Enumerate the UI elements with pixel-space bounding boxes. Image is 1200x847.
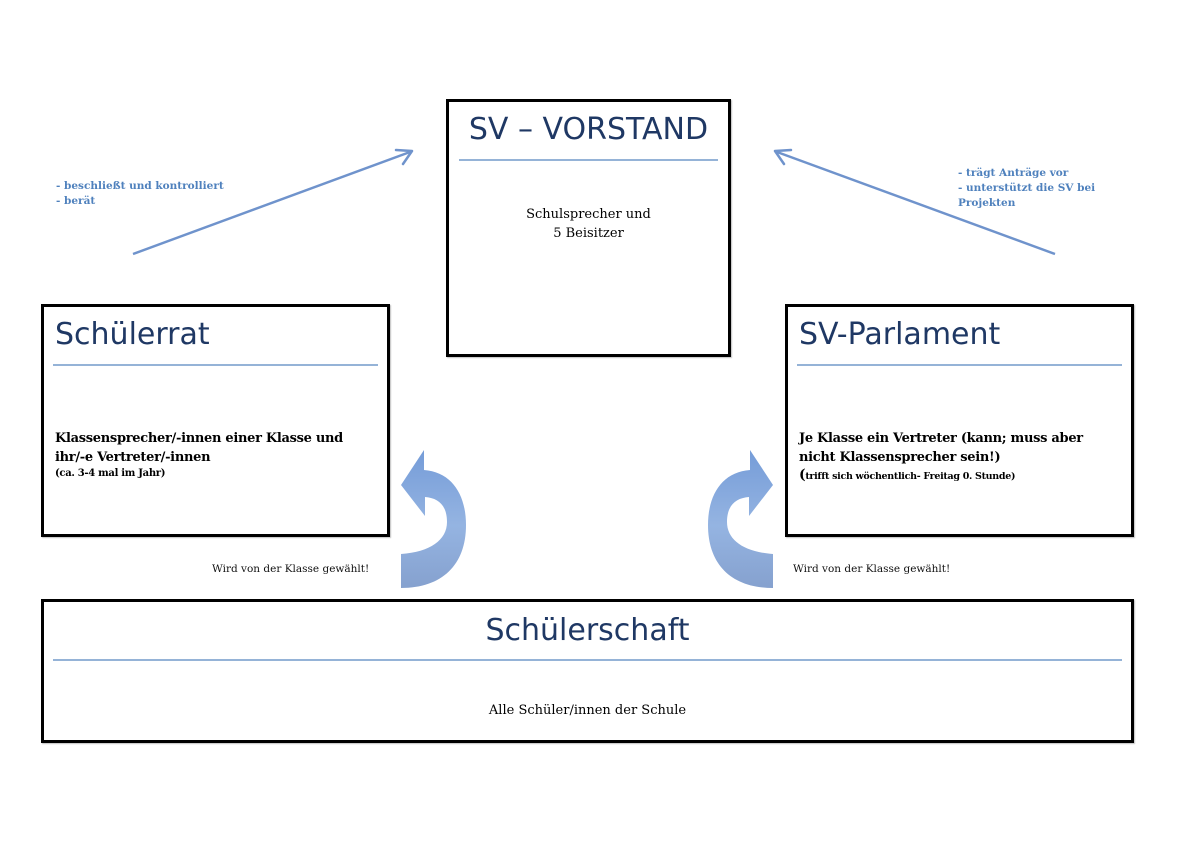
parlament-box: SV-Parlament Je Klasse ein Vertreter (ka…	[785, 304, 1134, 537]
schuelerrat-title: Schülerrat	[55, 317, 210, 352]
parlament-role-note: - trägt Anträge vor - unterstützt die SV…	[958, 166, 1095, 211]
schuelerschaft-title: Schülerschaft	[485, 613, 690, 648]
note-line: - berät	[56, 195, 96, 207]
meeting-frequency-text: trifft sich wöchentlich- Freitag 0. Stun…	[805, 471, 1016, 482]
parlament-description: Je Klasse ein Vertreter (kann; muss aber…	[799, 429, 1083, 485]
election-caption-right: Wird von der Klasse gewählt!	[793, 563, 951, 575]
election-caption-left: Wird von der Klasse gewählt!	[212, 563, 370, 575]
schuelerschaft-description: Alle Schüler/innen der Schule	[488, 703, 687, 718]
description-line: Schulsprecher und	[526, 207, 651, 222]
curved-arrow-left	[401, 450, 466, 588]
title-rule	[797, 364, 1122, 366]
vorstand-box: SV – VORSTAND Schulsprecher und 5 Beisit…	[446, 99, 731, 357]
title-rule	[459, 159, 718, 161]
note-line: Projekten	[958, 197, 1016, 209]
schuelerschaft-box: Schülerschaft Alle Schüler/innen der Sch…	[41, 599, 1134, 743]
description-line: 5 Beisitzer	[553, 226, 624, 241]
title-rule	[53, 659, 1122, 661]
note-line: - unterstützt die SV bei	[958, 182, 1096, 194]
schuelerrat-box: Schülerrat Klassensprecher/-innen einer …	[41, 304, 390, 537]
meeting-frequency: (trifft sich wöchentlich- Freitag 0. Stu…	[799, 467, 1083, 485]
schuelerrat-description: Klassensprecher/-innen einer Klasse und …	[55, 429, 343, 481]
description-line: Je Klasse ein Vertreter (kann; muss aber	[799, 431, 1083, 446]
description-line: ihr/-e Vertreter/-innen	[55, 450, 211, 465]
paren-open: (	[799, 467, 806, 483]
vorstand-title: SV – VORSTAND	[468, 112, 709, 147]
note-line: - trägt Anträge vor	[958, 167, 1069, 179]
meeting-frequency: (ca. 3-4 mal im Jahr)	[55, 468, 166, 479]
description-line: nicht Klassensprecher sein!)	[799, 450, 1001, 465]
description-line: Klassensprecher/-innen einer Klasse und	[55, 431, 343, 446]
vorstand-description: Schulsprecher und 5 Beisitzer	[449, 205, 728, 243]
curved-arrow-right	[708, 450, 773, 588]
title-rule	[53, 364, 378, 366]
parlament-title: SV-Parlament	[799, 317, 1001, 352]
note-line: - beschließt und kontrolliert	[56, 180, 224, 192]
schuelerrat-role-note: - beschließt und kontrolliert - berät	[56, 179, 224, 209]
